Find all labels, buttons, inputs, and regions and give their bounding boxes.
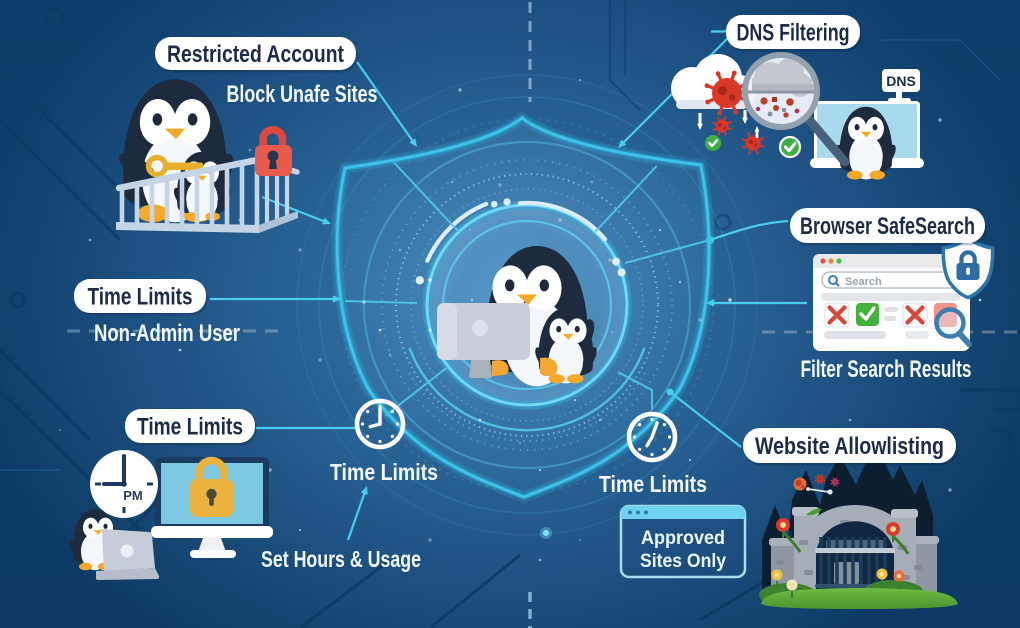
svg-text:Block Unafe Sites: Block Unafe Sites xyxy=(227,81,378,108)
svg-text:Restricted Account: Restricted Account xyxy=(167,41,344,68)
svg-text:Time Limits: Time Limits xyxy=(599,471,707,497)
svg-text:Browser SafeSearch: Browser SafeSearch xyxy=(800,213,975,240)
svg-text:Set Hours & Usage: Set Hours & Usage xyxy=(261,546,421,572)
svg-text:Time Limits: Time Limits xyxy=(137,413,243,440)
svg-text:Search: Search xyxy=(845,276,882,288)
svg-text:Website Allowlisting: Website Allowlisting xyxy=(755,433,944,460)
svg-text:Time Limits: Time Limits xyxy=(330,459,438,485)
svg-text:Approved: Approved xyxy=(641,528,725,549)
svg-text:Filter Search Results: Filter Search Results xyxy=(801,356,972,383)
svg-text:DNS: DNS xyxy=(886,73,916,89)
svg-text:Time Limits: Time Limits xyxy=(88,283,193,310)
svg-text:Non-Admin User: Non-Admin User xyxy=(94,320,240,347)
svg-text:PM: PM xyxy=(123,488,143,503)
svg-text:DNS Filtering: DNS Filtering xyxy=(737,19,850,46)
svg-text:Sites Only: Sites Only xyxy=(640,551,726,572)
